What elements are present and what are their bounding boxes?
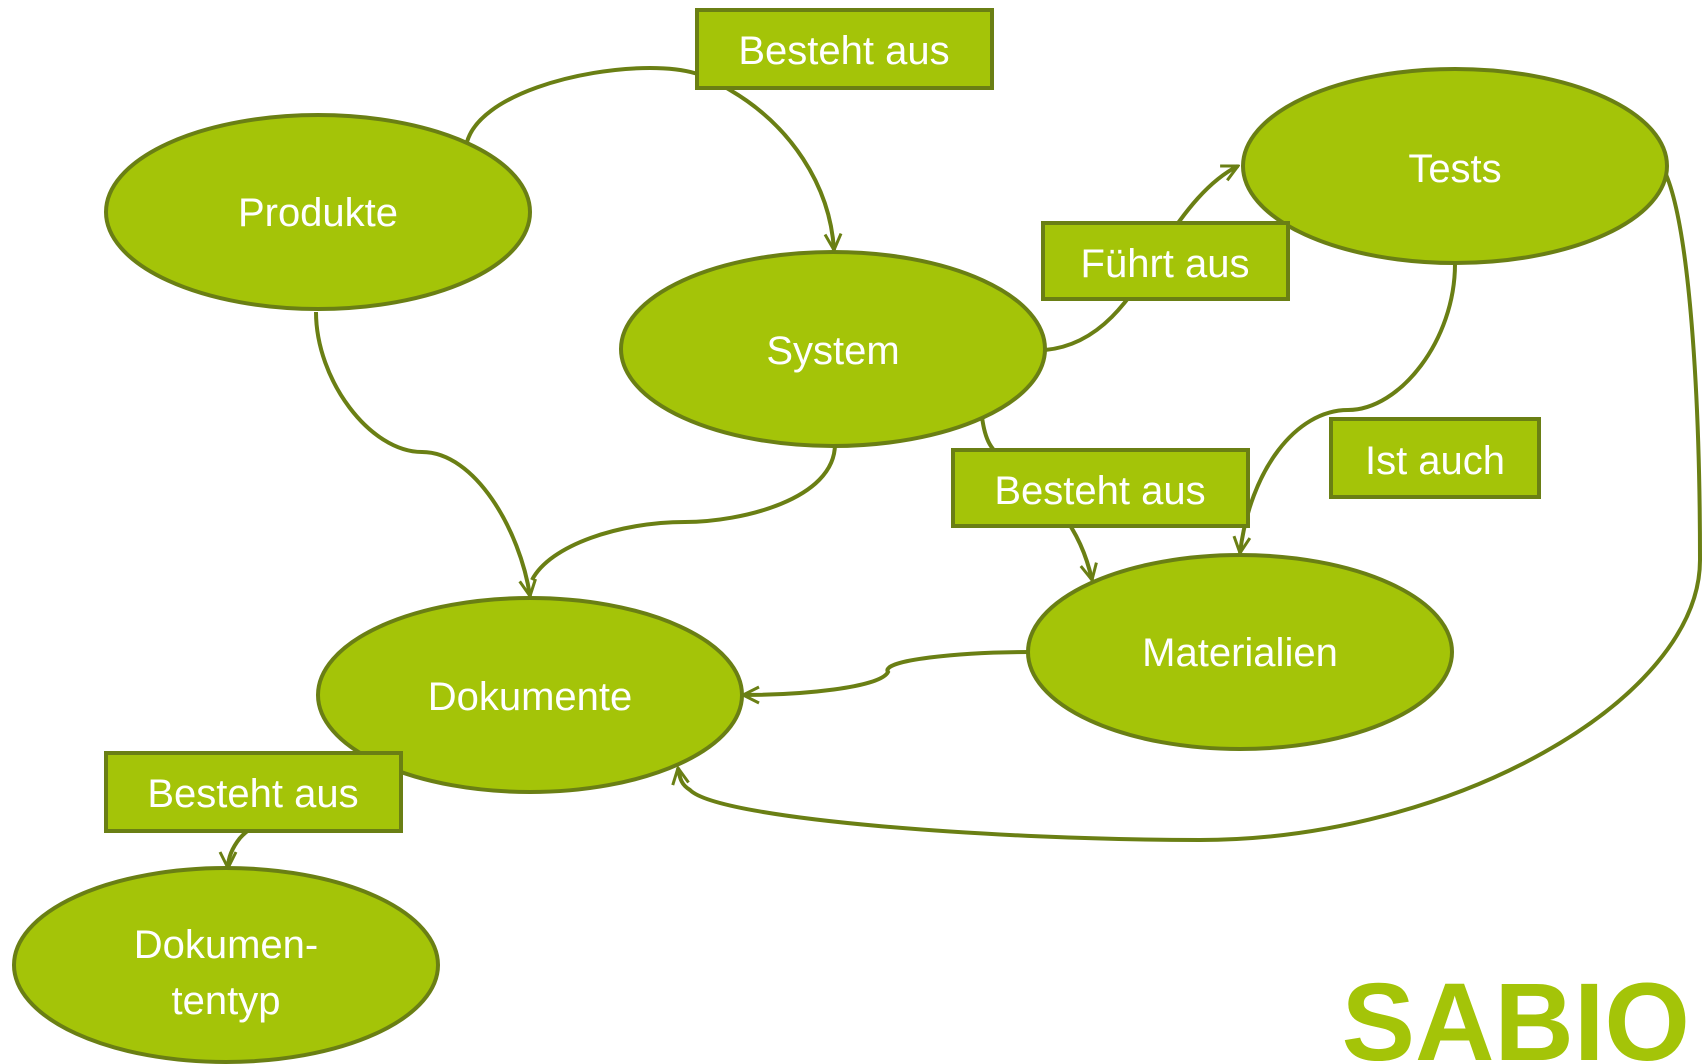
edge-label-system-materialien-text: Besteht aus (994, 469, 1205, 513)
node-materialien-label: Materialien (1142, 631, 1338, 675)
node-dokumente: Dokumente (316, 596, 744, 794)
edge-system-dokumente (530, 443, 837, 581)
node-tests: Tests (1241, 67, 1669, 265)
node-system-label: System (766, 329, 899, 373)
edge-label-system-tests: Führt aus (1041, 221, 1290, 301)
edge-label-tests-materialien-text: Ist auch (1365, 439, 1505, 483)
node-materialien: Materialien (1026, 553, 1454, 751)
edge-label-produkte-system-text: Besteht aus (738, 29, 949, 73)
sabio-logo-text: SABIO (1342, 961, 1690, 1064)
edge-produkte-dokumente (314, 311, 530, 596)
edge-label-system-tests-text: Führt aus (1081, 242, 1250, 286)
edge-materialien-dokumente (743, 650, 1031, 695)
edge-label-system-materialien: Besteht aus (951, 448, 1250, 528)
edge-label-dokumente-dokumententyp-text: Besteht aus (147, 772, 358, 816)
node-dokumententyp: Dokumen- tentyp (12, 866, 440, 1064)
node-produkte: Produkte (104, 113, 532, 311)
node-tests-label: Tests (1408, 147, 1501, 191)
node-dokumententyp-label-line1: Dokumen- (134, 923, 319, 967)
sabio-logo: SABIO (1342, 961, 1690, 1064)
edge-tests-dokumente (678, 167, 1702, 843)
node-dokumente-label: Dokumente (428, 675, 633, 719)
edge-label-tests-materialien: Ist auch (1329, 417, 1541, 499)
node-produkte-label: Produkte (238, 191, 398, 235)
edge-label-produkte-system: Besteht aus (695, 8, 994, 90)
edge-tests-materialien (1240, 263, 1457, 553)
node-system: System (619, 250, 1047, 448)
edge-label-dokumente-dokumententyp: Besteht aus (104, 751, 403, 833)
node-dokumententyp-label-line2: tentyp (172, 979, 281, 1023)
